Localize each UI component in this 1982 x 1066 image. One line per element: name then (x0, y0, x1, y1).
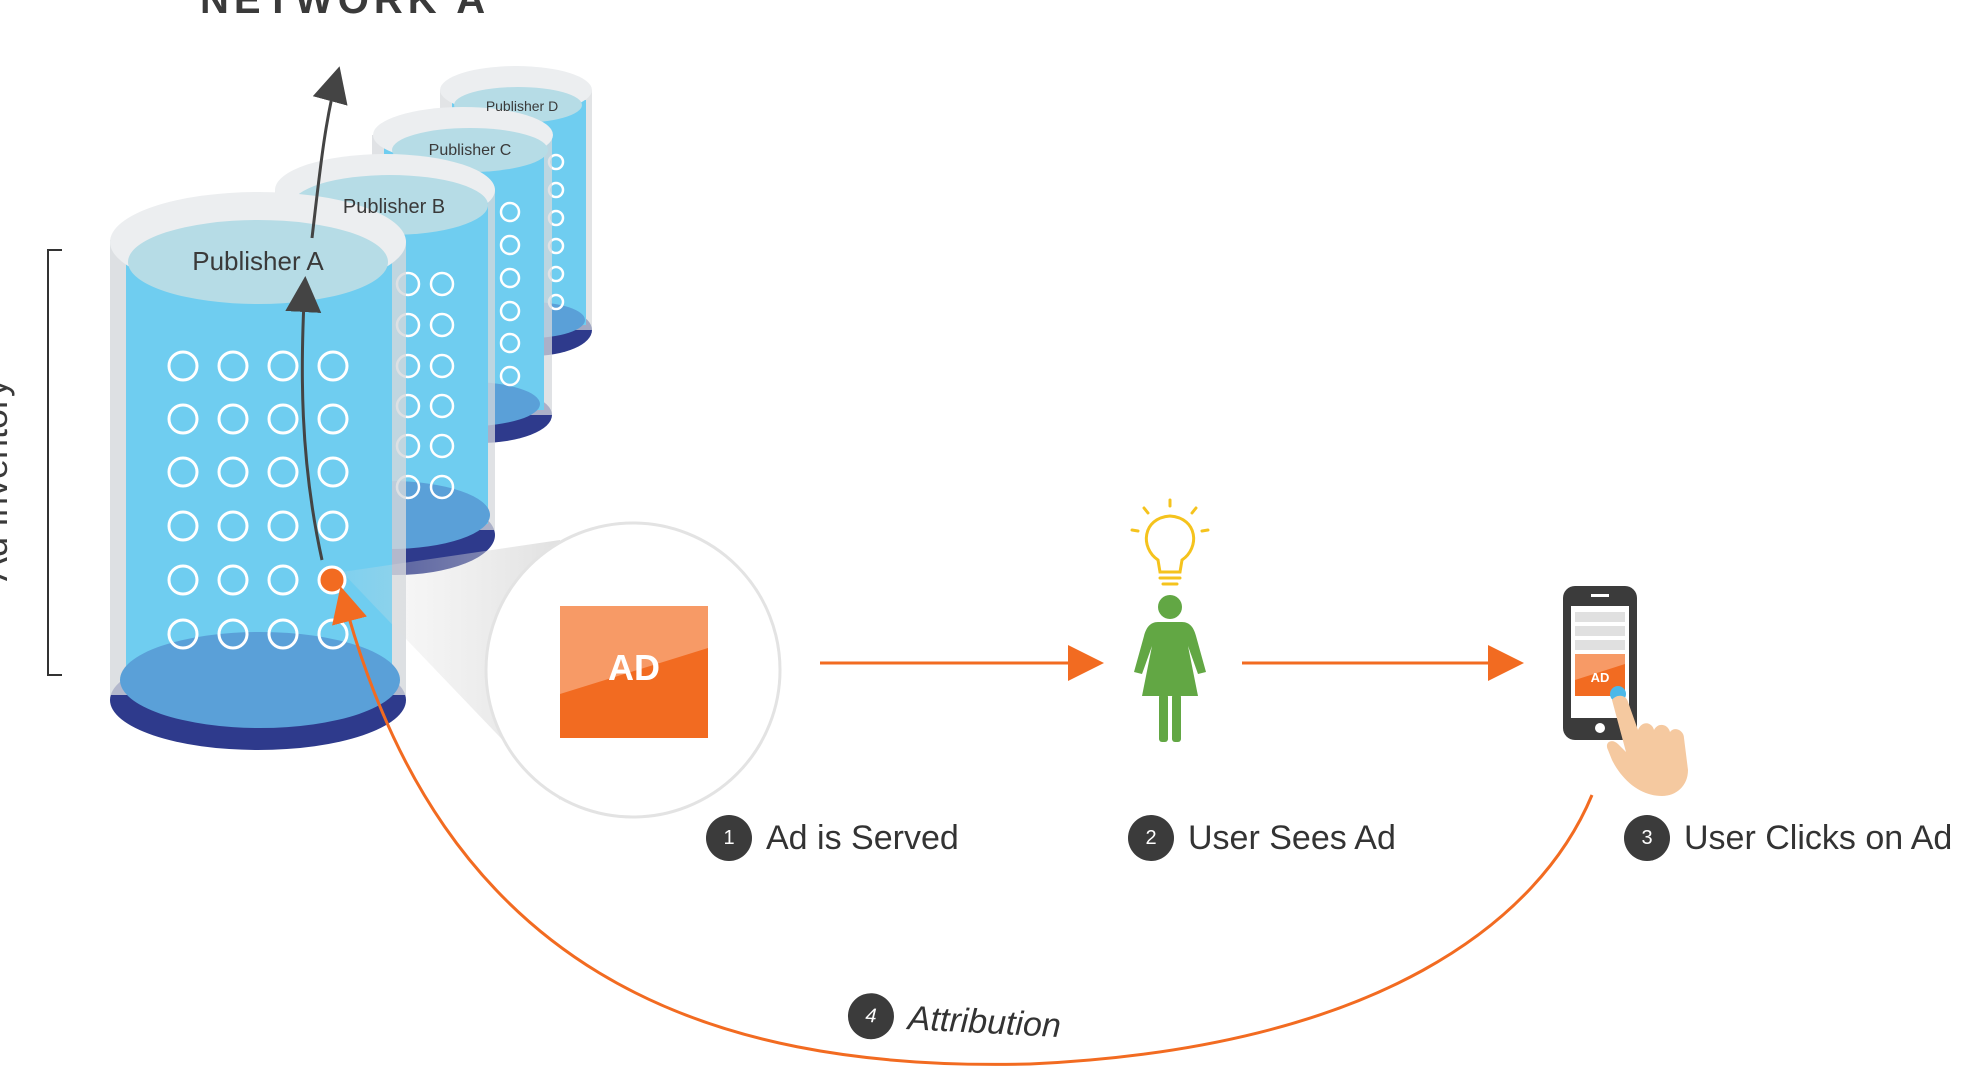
smartphone-icon: AD (1563, 586, 1637, 740)
step-2-label: User Sees Ad (1188, 818, 1396, 857)
step-2-badge: 2 (1128, 815, 1174, 861)
step-1: 1 Ad is Served (706, 815, 959, 861)
step-3-label: User Clicks on Ad (1684, 818, 1953, 857)
woman-icon (1134, 595, 1206, 742)
network-up-arrow (310, 66, 348, 239)
phone-ad-label: AD (1591, 670, 1610, 685)
publisher-a-label: Publisher A (192, 246, 324, 276)
step-4-label: Attribution (906, 998, 1062, 1045)
ad-zoom-circle: AD (484, 521, 782, 819)
publisher-c-label: Publisher C (429, 142, 512, 159)
ad-inventory-label: Ad Inventory (0, 378, 15, 582)
step-1-label: Ad is Served (766, 818, 959, 857)
publisher-d-label: Publisher D (486, 98, 558, 114)
attribution-arc (332, 586, 1594, 1066)
hand-pointer-icon (1606, 686, 1688, 796)
network-title: NETWORK A (200, 0, 491, 22)
ad-label: AD (608, 647, 660, 688)
step-4-badge: 4 (846, 992, 896, 1041)
publisher-b-label: Publisher B (343, 196, 445, 218)
inventory-bracket (47, 249, 62, 676)
step-3-badge: 3 (1624, 815, 1670, 861)
step-1-badge: 1 (706, 815, 752, 861)
step-2: 2 User Sees Ad (1128, 815, 1396, 861)
step-3: 3 User Clicks on Ad (1624, 815, 1952, 861)
lightbulb-icon (1130, 498, 1210, 586)
selected-ad-slot (317, 565, 347, 595)
inventory-up-arrow (285, 276, 324, 561)
